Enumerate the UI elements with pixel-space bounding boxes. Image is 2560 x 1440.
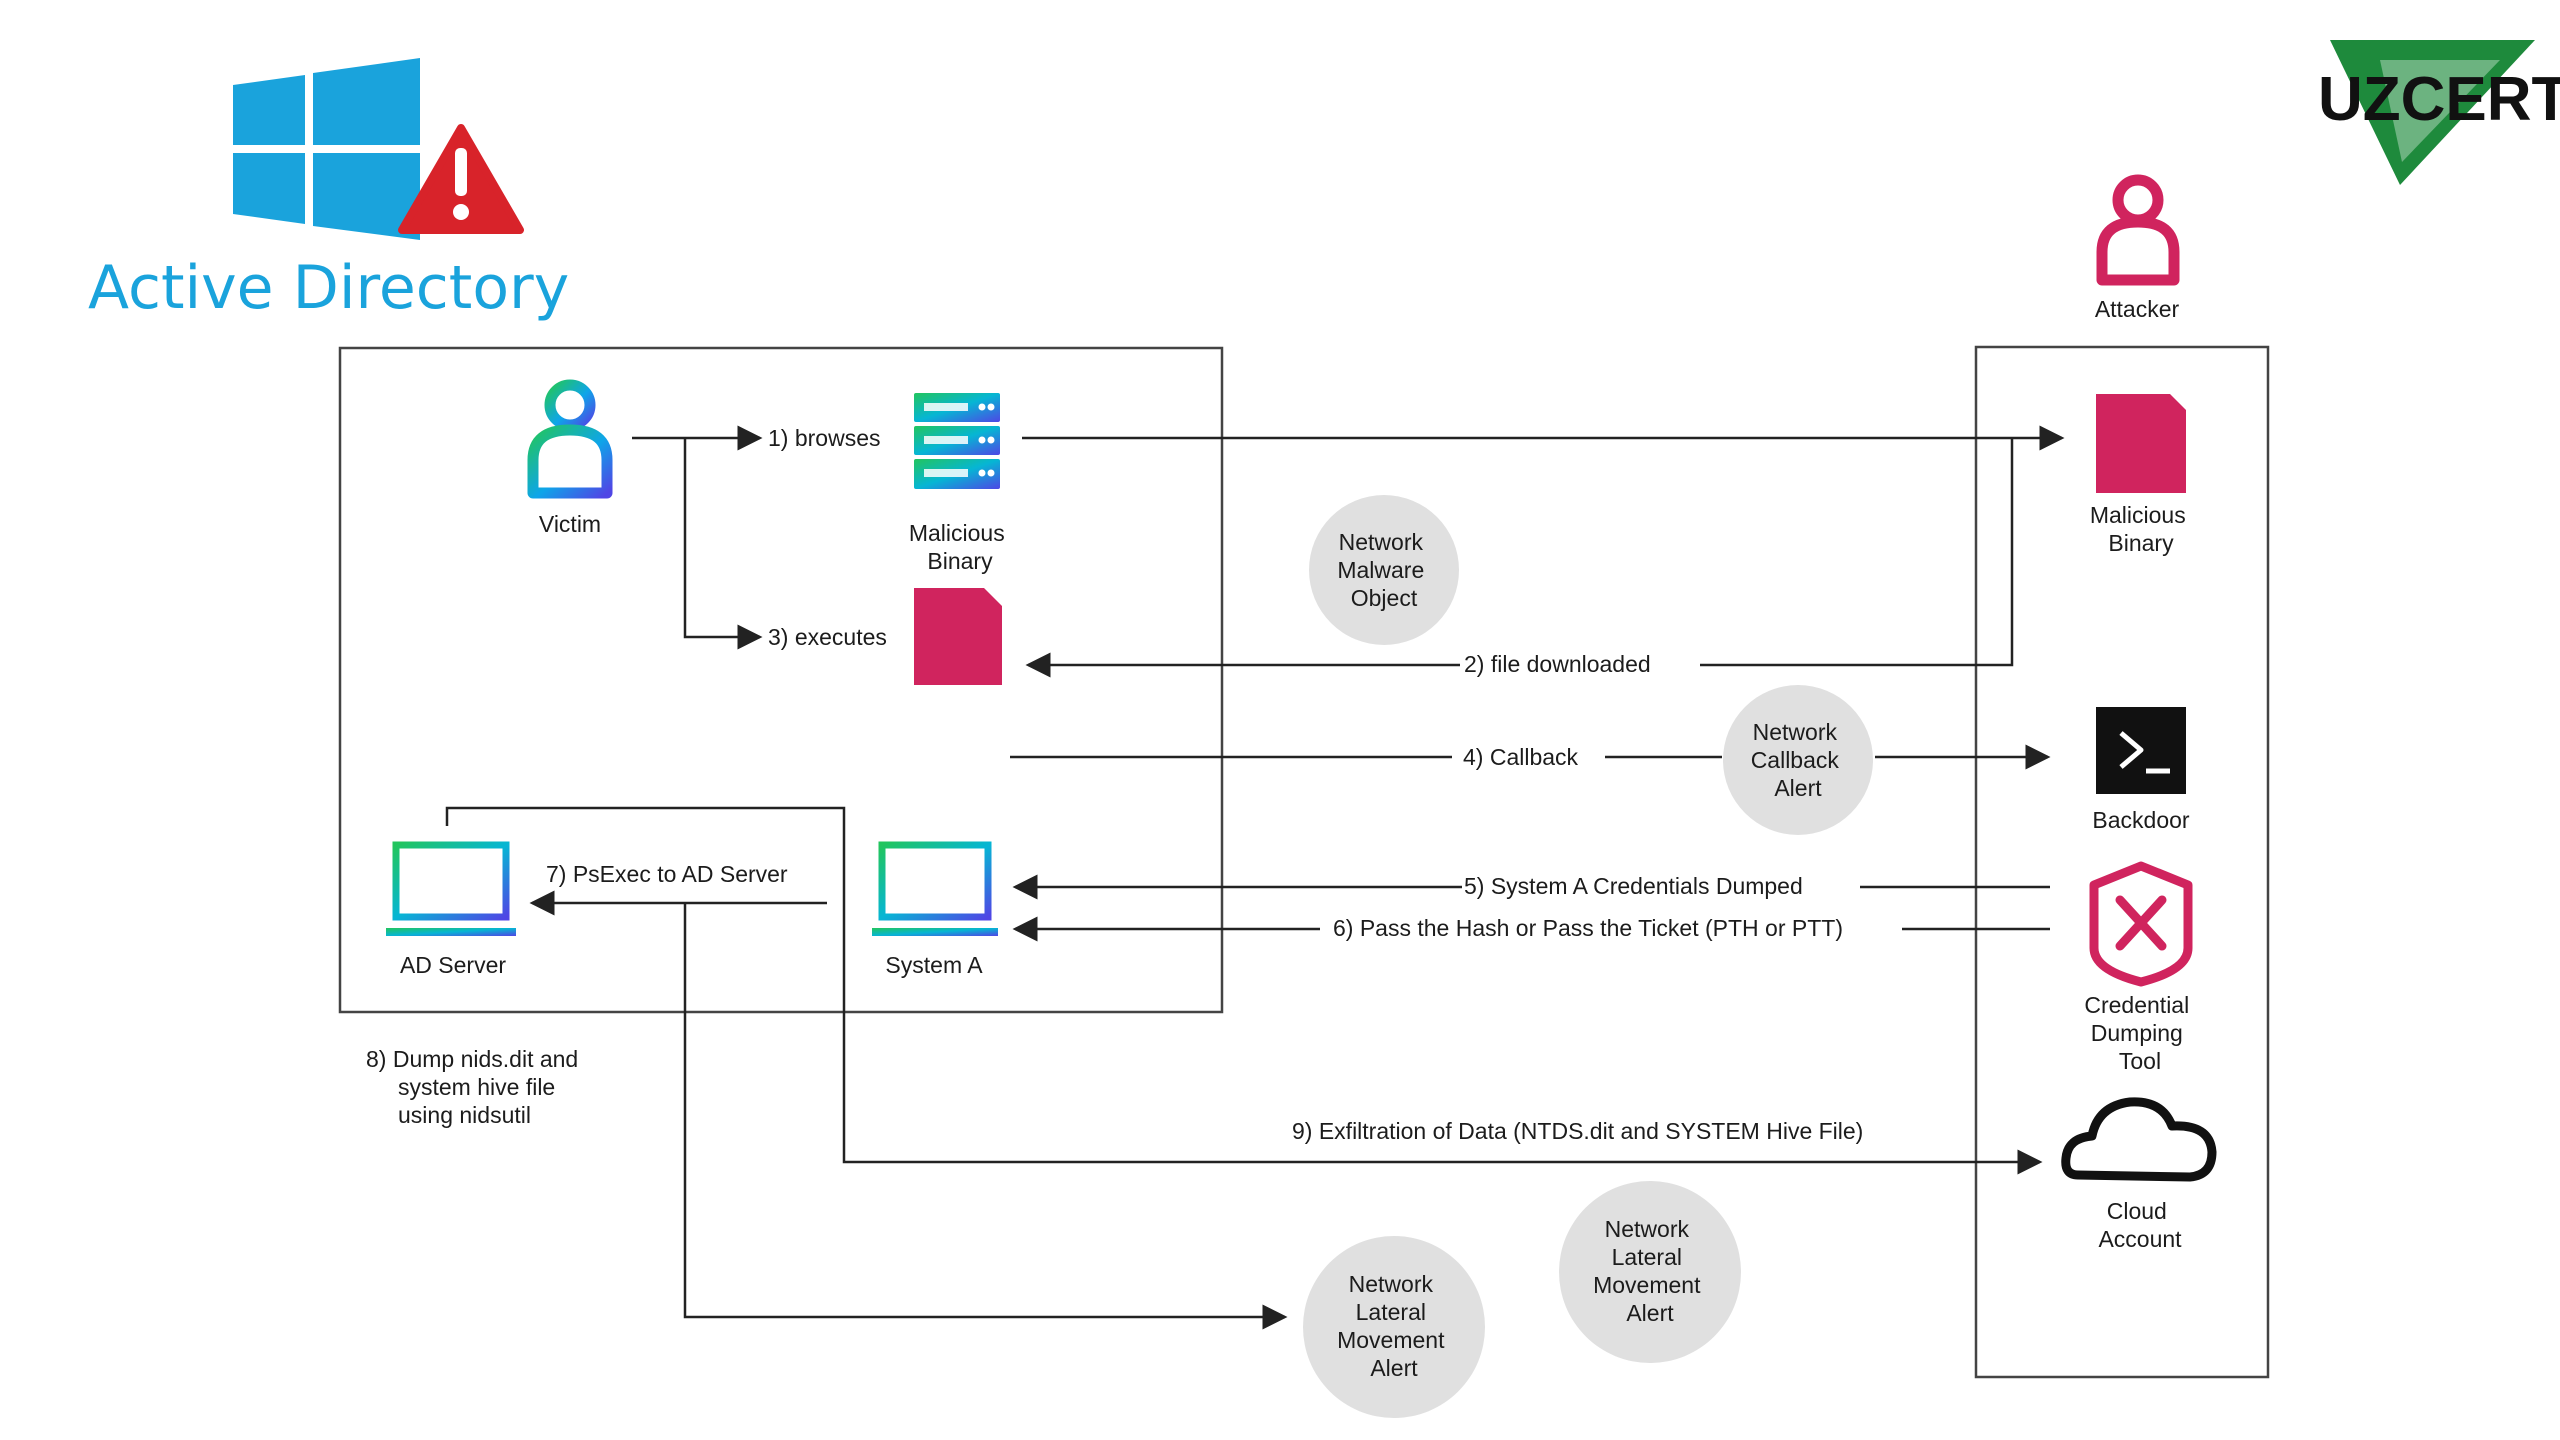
alert-malware-line-3: Object <box>1351 585 1418 611</box>
alert-lateral-2-line-2: Lateral <box>1612 1244 1682 1270</box>
step-6-label: 6) Pass the Hash or Pass the Ticket (PTH… <box>1333 915 1843 941</box>
internal-network-box <box>338 346 1224 1014</box>
step-8-label: 8) Dump nids.dit and system hive file us… <box>366 1046 585 1128</box>
alert-malware-text: Network Malware Object <box>1337 529 1430 611</box>
alert-bubble-malware <box>1309 495 1459 645</box>
cloud-account-line-2: Account <box>2098 1226 2182 1252</box>
alert-callback-text: Network Callback Alert <box>1751 719 1846 801</box>
user-gradient-icon <box>527 379 613 499</box>
step-8-line-2: system hive file <box>398 1074 555 1100</box>
alert-malware-line-1: Network <box>1339 529 1424 555</box>
alert-callback-line-3: Alert <box>1774 775 1822 801</box>
cloud-account-label: Cloud Account <box>2098 1198 2182 1252</box>
malicious-binary-left-line-1: Malicious <box>909 520 1005 546</box>
alert-lateral-2-line-3: Movement <box>1593 1272 1701 1298</box>
ad-server-label: AD Server <box>400 952 506 978</box>
laptop-icon <box>872 841 998 936</box>
connector-victim-executes <box>683 438 763 650</box>
malicious-binary-left-line-2: Binary <box>927 548 993 574</box>
file-icon <box>914 588 1002 685</box>
connector-lateral <box>683 903 1288 1330</box>
alert-lateral-1-line-1: Network <box>1349 1271 1434 1297</box>
ad-title: Active Directory <box>88 253 569 323</box>
terminal-icon <box>2096 707 2186 794</box>
uzcert-logo: UZCERT <box>2318 40 2560 185</box>
alert-bubble-lateral-1 <box>1303 1236 1485 1418</box>
step-9-label: 9) Exfiltration of Data (NTDS.dit and SY… <box>1292 1118 1863 1144</box>
malicious-binary-right-label: Malicious Binary <box>2090 502 2192 556</box>
alert-callback-line-1: Network <box>1753 719 1838 745</box>
file-icon <box>2096 394 2186 493</box>
alert-callback-line-2: Callback <box>1751 747 1840 773</box>
alert-bubble-lateral-2 <box>1559 1181 1741 1363</box>
step-7-label: 7) PsExec to AD Server <box>546 861 788 887</box>
step-8-line-1: 8) Dump nids.dit and <box>366 1046 578 1072</box>
step-3-label: 3) executes <box>768 624 887 650</box>
connector-exfiltration <box>445 806 2043 1175</box>
connector-download-right <box>1700 438 2014 667</box>
alert-lateral-2-line-1: Network <box>1605 1216 1690 1242</box>
malicious-binary-right-line-2: Binary <box>2108 530 2174 556</box>
laptop-icon <box>386 841 516 936</box>
connectors <box>445 425 2065 1330</box>
malicious-binary-right-line-1: Malicious <box>2090 502 2186 528</box>
credential-tool-label: Credential Dumping Tool <box>2084 992 2195 1074</box>
step-4-label: 4) Callback <box>1463 744 1579 770</box>
alert-lateral-2-line-4: Alert <box>1626 1300 1674 1326</box>
system-a-label: System A <box>885 952 983 978</box>
alert-lateral-1-line-2: Lateral <box>1356 1299 1426 1325</box>
step-1-label: 1) browses <box>768 425 880 451</box>
credential-tool-line-3: Tool <box>2119 1048 2161 1074</box>
cloud-icon <box>2061 1097 2217 1182</box>
step-8-line-3: using nidsutil <box>398 1102 531 1128</box>
credential-tool-line-2: Dumping <box>2091 1020 2183 1046</box>
victim-label: Victim <box>539 511 601 537</box>
credential-tool-line-1: Credential <box>2084 992 2189 1018</box>
alert-lateral-1-line-3: Movement <box>1337 1327 1445 1353</box>
uzcert-logo-text: UZCERT <box>2318 65 2560 134</box>
warning-triangle-icon <box>398 124 524 234</box>
alert-lateral-1-text: Network Lateral Movement Alert <box>1337 1271 1451 1381</box>
user-magenta-icon <box>2096 174 2180 286</box>
alert-lateral-2-text: Network Lateral Movement Alert <box>1593 1216 1707 1326</box>
server-stack-icon <box>914 393 1000 489</box>
malicious-binary-left-label: Malicious Binary <box>909 520 1011 574</box>
cloud-account-line-1: Cloud <box>2107 1198 2167 1224</box>
alert-lateral-1-line-4: Alert <box>1370 1355 1418 1381</box>
step-2-label: 2) file downloaded <box>1464 651 1651 677</box>
step-5-label: 5) System A Credentials Dumped <box>1464 873 1803 899</box>
backdoor-label: Backdoor <box>2092 807 2190 833</box>
alert-bubble-callback <box>1723 685 1873 835</box>
shield-x-icon <box>2089 861 2193 987</box>
attacker-label: Attacker <box>2095 296 2180 322</box>
attacker-infrastructure-box <box>1974 345 2270 1379</box>
windows-logo-icon <box>233 58 420 240</box>
alert-malware-line-2: Malware <box>1337 557 1424 583</box>
